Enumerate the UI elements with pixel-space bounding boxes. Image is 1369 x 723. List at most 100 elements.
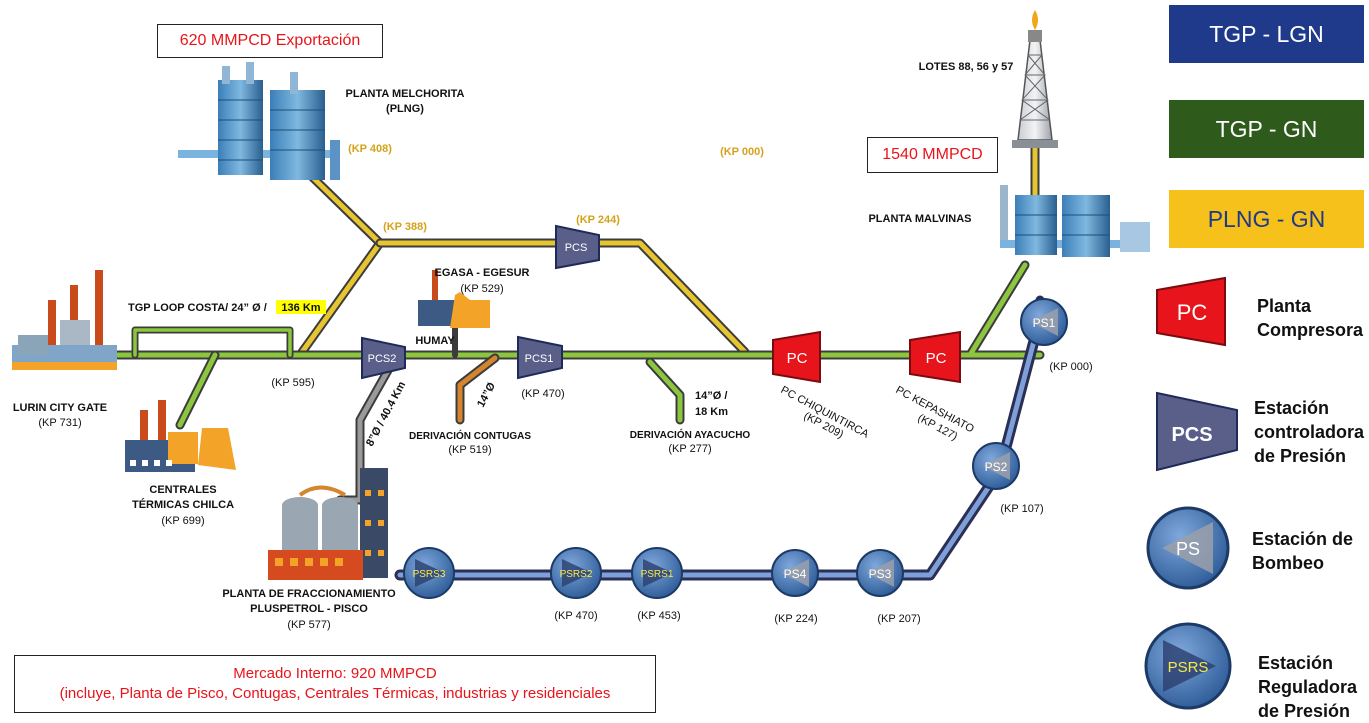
legend-ps-line1: Estación de: [1252, 529, 1354, 549]
gn-pipeline: [113, 260, 1045, 430]
internal-market-line1: Mercado Interno: 920 MMPCD: [233, 665, 437, 682]
legend-pc-symbol: PC: [1177, 300, 1208, 325]
kp529-label: (KP 529): [460, 283, 503, 295]
ayacucho-spec-1: 14”Ø /: [695, 390, 727, 402]
pcs-station-top[interactable]: PCS: [555, 224, 600, 270]
legend-pcs-line2: controladora: [1254, 422, 1365, 442]
egasa-label: EGASA - EGESUR: [435, 267, 530, 279]
psrs1-label: PSRS1: [641, 569, 674, 580]
legend-pcs-line1: Estación: [1254, 398, 1330, 418]
pcs-station-top-label: PCS: [565, 242, 588, 254]
kp577-label: (KP 577): [287, 619, 330, 631]
legend-psrs-symbol: PSRS: [1168, 659, 1209, 676]
kp731-label: (KP 731): [38, 417, 81, 429]
chilca-label-2: TÉRMICAS CHILCA: [132, 498, 234, 511]
contugas-label: DERIVACIÓN CONTUGAS: [409, 429, 531, 442]
ps4-label: PS4: [784, 567, 807, 581]
kp000-top-label: (KP 000): [720, 146, 764, 158]
branch8-label: 8”Ø / 40.4 Km: [364, 379, 408, 448]
loop-km-highlight: [276, 300, 326, 314]
lotes-label: LOTES 88, 56 y 57: [919, 61, 1014, 73]
ayacucho-spec-2: 18 Km: [695, 406, 728, 418]
pc-kepashiato-station[interactable]: PC: [909, 330, 961, 384]
internal-market-line2: (incluye, Planta de Pisco, Contugas, Cen…: [59, 685, 611, 702]
melchorita-subtitle: (PLNG): [386, 103, 424, 115]
psrs2-station[interactable]: PSRS2: [550, 547, 602, 599]
pcs2-station-label: PCS2: [368, 353, 397, 365]
legend-ps-icon: PS: [1146, 506, 1230, 590]
kp388-label: (KP 388): [383, 221, 427, 233]
export-box: 620 MMPCD Exportación: [157, 24, 383, 58]
legend-psrs-line1: Estación: [1258, 653, 1334, 673]
drilling-tower-icon: [1012, 10, 1058, 148]
lurin-city-gate-icon: [12, 270, 117, 370]
loop-costa-prefix: TGP LOOP COSTA/ 24” Ø /: [128, 302, 267, 314]
malvinas-flow-box: 1540 MMPCD: [867, 137, 998, 173]
lurin-label: LURIN CITY GATE: [13, 402, 107, 414]
kp595-label: (KP 595): [271, 377, 314, 389]
pc-chiquintirca-station[interactable]: PC: [772, 330, 821, 384]
legend-psrs-icon: PSRS: [1144, 622, 1232, 710]
psrs2-label: PSRS2: [560, 569, 593, 580]
legend-psrs-label: Estación Reguladora de Presión: [1258, 651, 1357, 723]
legend-psrs-line3: de Presión: [1258, 701, 1351, 721]
psrs3-label: PSRS3: [413, 569, 446, 580]
melchorita-title: PLANTA MELCHORITA: [346, 88, 465, 100]
pc-kepashiato-label: PC: [926, 350, 947, 367]
loop-km-label: 136 Km: [281, 302, 320, 314]
egasa-plant-icon: [418, 270, 490, 328]
kp244-label: (KP 244): [576, 214, 620, 226]
pisco-label-1: PLANTA DE FRACCIONAMIENTO: [222, 588, 396, 600]
pcs1-station[interactable]: PCS1: [517, 335, 563, 380]
legend-ps-symbol: PS: [1176, 539, 1200, 559]
ps3-station[interactable]: PS3: [856, 549, 904, 597]
kp000-ps1-label: (KP 000): [1049, 361, 1092, 373]
kp207-label: (KP 207): [877, 613, 920, 625]
kp470-psrs2-label: (KP 470): [554, 610, 597, 622]
pcs1-station-label: PCS1: [525, 353, 554, 365]
legend-pc-label: Planta Compresora: [1257, 294, 1363, 342]
psrs1-station[interactable]: PSRS1: [631, 547, 683, 599]
kp224-label: (KP 224): [774, 613, 817, 625]
chilca-label-1: CENTRALES: [149, 484, 216, 496]
psrs3-station[interactable]: PSRS3: [403, 547, 455, 599]
kp699-label: (KP 699): [161, 515, 204, 527]
legend-ps-line2: Bombeo: [1252, 553, 1324, 573]
legend-pcs-symbol: PCS: [1171, 424, 1212, 446]
legend-pc-line1: Planta: [1257, 296, 1312, 316]
kp519-label: (KP 519): [448, 444, 491, 456]
legend-ps-label: Estación de Bombeo: [1252, 527, 1353, 575]
malvinas-plant-icon: [1000, 185, 1150, 257]
legend-plng: PLNG - GN: [1169, 190, 1364, 248]
legend-gn: TGP - GN: [1169, 100, 1364, 158]
ps1-label: PS1: [1033, 316, 1056, 330]
malvinas-label: PLANTA MALVINAS: [868, 213, 971, 225]
ps4-station[interactable]: PS4: [771, 549, 819, 597]
ps2-station[interactable]: PS2: [972, 442, 1020, 490]
kp107-label: (KP 107): [1000, 503, 1043, 515]
kp453-label: (KP 453): [637, 610, 680, 622]
humay-label: HUMAY: [415, 335, 455, 347]
pisco-label-2: PLUSPETROL - PISCO: [250, 603, 368, 615]
branch14-contugas-label: 14”Ø: [475, 380, 498, 409]
kp470-pcs1-label: (KP 470): [521, 388, 564, 400]
legend-lgn: TGP - LGN: [1169, 5, 1364, 63]
melchorita-plant-icon: [178, 62, 340, 180]
pcs2-station[interactable]: PCS2: [361, 336, 406, 380]
kp277-label: (KP 277): [668, 443, 711, 455]
legend-pcs-label: Estación controladora de Presión: [1254, 396, 1364, 468]
pc-chiquintirca-label: PC: [787, 350, 808, 367]
pisco-plant-icon: [268, 468, 388, 580]
kp408-label: (KP 408): [348, 143, 392, 155]
ayacucho-label: DERIVACIÓN AYACUCHO: [630, 428, 751, 441]
chilca-thermal-plants-icon: [125, 400, 236, 472]
ps1-station[interactable]: PS1: [1020, 298, 1068, 346]
ps2-label: PS2: [985, 460, 1008, 474]
legend-pcs-icon: PCS: [1156, 391, 1238, 472]
internal-market-box: Mercado Interno: 920 MMPCD (incluye, Pla…: [14, 655, 656, 713]
loop-costa-label: TGP LOOP COSTA/ 24” Ø /: [128, 302, 267, 314]
legend-pc-line2: Compresora: [1257, 320, 1364, 340]
legend-pcs-line3: de Presión: [1254, 446, 1347, 466]
legend-psrs-line2: Reguladora: [1258, 677, 1358, 697]
